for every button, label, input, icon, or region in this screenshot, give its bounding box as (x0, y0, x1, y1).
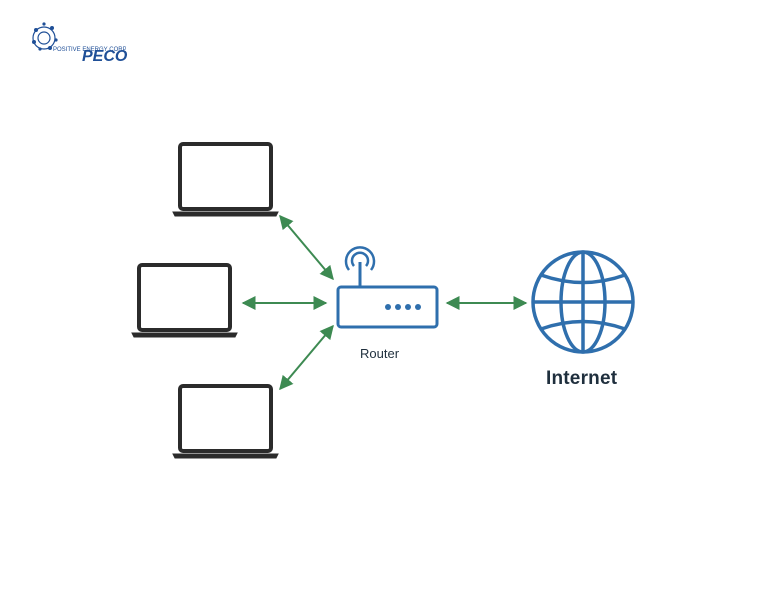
logo-text: PECO (82, 48, 128, 65)
internet-label: Internet (546, 368, 618, 389)
logo-graphic: POSITIVE ENERGY CORP (32, 22, 127, 53)
globe-icon (531, 250, 635, 354)
router-icon (336, 246, 439, 329)
laptop-bottom-icon (172, 384, 279, 459)
connection-arrow-bottom (279, 324, 334, 391)
connection-arrow-top (279, 214, 334, 281)
logo-tagline: POSITIVE ENERGY CORP (53, 47, 126, 53)
laptop-middle-icon (131, 263, 238, 338)
peco-logo: POSITIVE ENERGY CORP PECO (30, 18, 127, 65)
router-label: Router (360, 346, 400, 361)
laptop-top-icon (172, 142, 279, 217)
